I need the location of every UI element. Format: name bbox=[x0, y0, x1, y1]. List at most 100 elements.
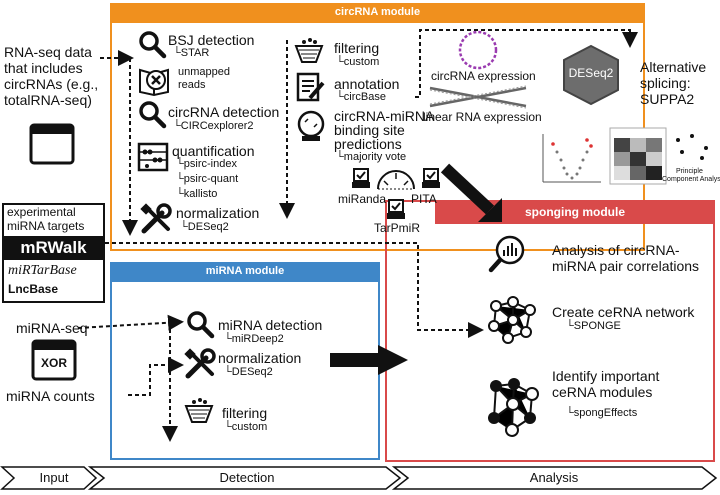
stage-analysis: Analysis bbox=[529, 470, 579, 485]
mirna-counts-text: miRNA counts bbox=[6, 388, 95, 404]
tarpmir-label: TarPmiR bbox=[374, 221, 421, 235]
mirna-filtering-tool-text: custom bbox=[231, 421, 268, 433]
quant-tool-3: └kallisto bbox=[176, 188, 218, 200]
linear-expression-label: linear RNA expression bbox=[423, 110, 542, 124]
modules-tool: └spongEffects bbox=[566, 407, 638, 419]
circ-detection-label: circRNA detection bbox=[168, 104, 280, 120]
browser-window-icon bbox=[29, 123, 75, 165]
rnaseq-text-4: totalRNA-seq) bbox=[4, 92, 92, 108]
norm-label: normalization bbox=[176, 205, 260, 221]
norm-tool-text: DESeq2 bbox=[187, 221, 229, 233]
annotation-tool: └circBase bbox=[336, 91, 386, 103]
heatmap-thumbnail bbox=[609, 127, 667, 185]
modules-tool-text: spongEffects bbox=[573, 407, 638, 419]
circle-diagram-icon bbox=[377, 170, 415, 190]
sieve-icon bbox=[294, 38, 324, 63]
bsj-note-2: reads bbox=[178, 79, 206, 91]
pita-label: PITA bbox=[411, 192, 437, 206]
alt-splicing-3: SUPPA2 bbox=[640, 91, 695, 107]
targets-box bbox=[2, 203, 105, 303]
network-icon bbox=[488, 296, 536, 344]
mirna-detection-label: miRNA detection bbox=[218, 317, 323, 333]
abacus-icon bbox=[137, 142, 169, 172]
deseq2-logo-text: DESeq2 bbox=[568, 66, 614, 80]
sieve-icon bbox=[184, 398, 214, 423]
mirna-norm-tool: └DESeq2 bbox=[224, 366, 273, 378]
tools-icon bbox=[184, 348, 216, 379]
annotation-tool-text: circBase bbox=[343, 91, 386, 103]
analysis-chart-icon bbox=[488, 235, 525, 273]
circrna-ring-icon bbox=[458, 30, 498, 70]
quant-tool-2: └psirc-quant bbox=[176, 173, 239, 185]
mirna-filtering-tool: └custom bbox=[224, 421, 268, 433]
circ-detection-tool: └CIRCexplorer2 bbox=[173, 120, 254, 132]
mirna-norm-tool-text: DESeq2 bbox=[231, 366, 273, 378]
quant-tool-1: └psirc-index bbox=[176, 158, 237, 170]
analysis-text-2: miRNA pair correlations bbox=[552, 258, 700, 274]
filtering-tool: └custom bbox=[336, 56, 380, 68]
rnaseq-text-3: circRNAs (e.g., bbox=[4, 76, 99, 92]
mirna-module-header: miRNA module bbox=[110, 262, 380, 282]
modules-text-1: Identify important bbox=[552, 368, 660, 384]
mirna-module-title: miRNA module bbox=[205, 265, 285, 277]
voter-icon bbox=[352, 168, 370, 188]
stage-detection: Detection bbox=[219, 470, 275, 485]
binding-text-2: binding site bbox=[334, 122, 405, 138]
mirna-norm-label: normalization bbox=[218, 350, 302, 366]
xor-label: XOR bbox=[40, 356, 67, 370]
mirtarbase-logo: miRTarBase bbox=[8, 263, 77, 278]
quant-tool-3-text: kallisto bbox=[183, 188, 218, 200]
circrna-module-header: circRNA module bbox=[110, 3, 645, 23]
binding-text-1: circRNA-miRNA bbox=[334, 108, 435, 124]
filtering-label: filtering bbox=[334, 40, 380, 56]
deseq2-logo bbox=[563, 44, 619, 106]
rnaseq-text-1: RNA-seq data bbox=[4, 44, 92, 60]
quant-label: quantification bbox=[172, 143, 255, 159]
bsj-tool-text: STAR bbox=[180, 47, 210, 59]
network-label: Create ceRNA network bbox=[552, 304, 695, 320]
circrna-module-title: circRNA module bbox=[334, 6, 421, 18]
pca-plot-thumbnail bbox=[676, 134, 708, 160]
document-pen-icon bbox=[296, 72, 325, 102]
sponging-module-title: sponging module bbox=[525, 205, 625, 219]
bsj-note-1: unmapped bbox=[178, 66, 230, 78]
bsj-tool: └STAR bbox=[173, 47, 210, 59]
targets-text-2: miRNA targets bbox=[7, 219, 85, 233]
mirnaseq-text: miRNA-seq bbox=[16, 320, 88, 336]
annotation-label: annotation bbox=[334, 76, 400, 92]
lncbase-logo: LncBase bbox=[8, 282, 59, 296]
pca-caption-2: Component Analysis bbox=[662, 176, 720, 183]
circ-expression-label: circRNA expression bbox=[431, 69, 536, 83]
modules-network-icon bbox=[488, 378, 539, 437]
quant-tool-2-text: psirc-quant bbox=[183, 173, 239, 185]
binding-text-3: predictions bbox=[334, 136, 402, 152]
circ-detection-tool-text: CIRCexplorer2 bbox=[180, 120, 254, 132]
tools-icon bbox=[140, 203, 172, 234]
magnifier-icon bbox=[139, 31, 167, 59]
rnaseq-text-2: that includes bbox=[4, 60, 83, 76]
analysis-text-1: Analysis of circRNA- bbox=[552, 242, 680, 258]
bsj-label: BSJ detection bbox=[168, 32, 255, 48]
norm-tool: └DESeq2 bbox=[180, 221, 229, 233]
binding-vote-text: majority vote bbox=[343, 151, 407, 163]
alt-splicing-1: Alternative bbox=[640, 59, 707, 75]
stage-input: Input bbox=[39, 470, 69, 485]
voter-icon bbox=[387, 199, 405, 219]
mirna-detection-tool: └miRDeep2 bbox=[224, 333, 284, 345]
mirna-filtering-label: filtering bbox=[222, 405, 268, 421]
targets-text-1: experimental bbox=[7, 205, 76, 219]
magnifier-icon bbox=[187, 311, 215, 339]
book-icon bbox=[139, 68, 169, 97]
binding-vote: └majority vote bbox=[336, 151, 407, 163]
pca-caption-1: Principle bbox=[676, 168, 703, 175]
linear-rna-icon bbox=[429, 85, 527, 109]
filtering-tool-text: custom bbox=[343, 56, 380, 68]
miranda-label: miRanda bbox=[338, 192, 387, 206]
alt-splicing-2: splicing: bbox=[640, 75, 691, 91]
network-tool-text: SPONGE bbox=[573, 320, 621, 332]
volcano-plot-thumbnail bbox=[537, 130, 607, 188]
mirna-detection-tool-text: miRDeep2 bbox=[231, 333, 284, 345]
xor-window-icon bbox=[31, 339, 77, 381]
modules-text-2: ceRNA modules bbox=[552, 384, 653, 400]
voter-icon bbox=[422, 168, 440, 188]
